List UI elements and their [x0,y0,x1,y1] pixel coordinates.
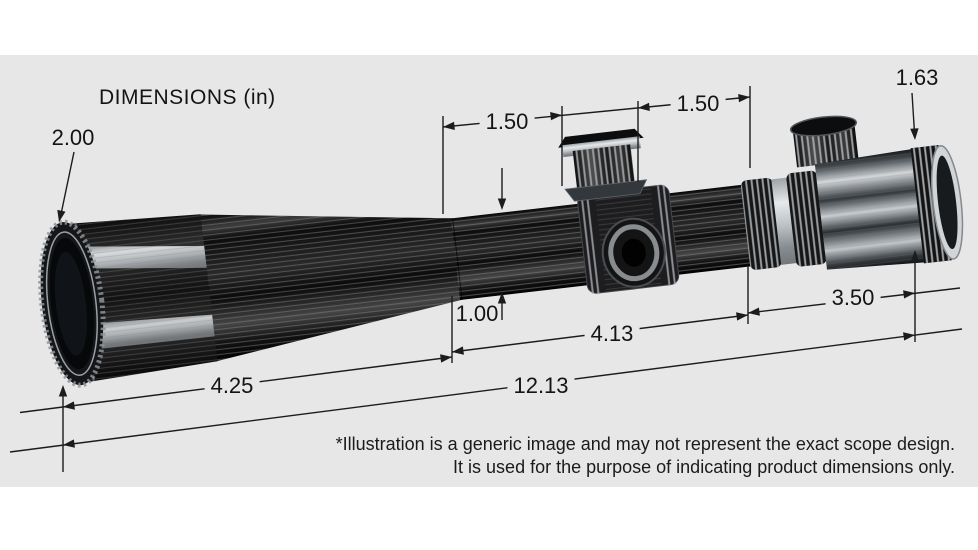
dim-tube-diameter-lines [497,168,507,320]
dim-label-mid-section-length: 4.13 [584,322,640,346]
dim-label-objective-section-length: 4.25 [204,374,260,398]
side-focus-knob [601,217,666,288]
dim-label-overall-length: 12.13 [507,374,575,398]
disclaimer-text: *Illustration is a generic image and may… [336,433,955,479]
disclaimer-line-2: It is used for the purpose of indicating… [453,457,955,477]
rear-knob [789,115,859,168]
dim-objective-diameter-lines [57,151,75,472]
body-taper [198,214,463,362]
elevation-turret [558,128,648,202]
scope-illustration [38,115,964,388]
disclaimer-line-1: *Illustration is a generic image and may… [335,434,955,454]
dim-overall-length-lines [9,328,963,453]
diagram-title: DIMENSIONS (in) [99,86,276,109]
objective-lens [49,238,95,370]
dim-label-tube-diameter: 1.00 [455,301,499,326]
dim-label-saddle-rear-length: 1.50 [670,92,726,116]
eyepiece-end-ring [930,144,964,260]
power-ring [740,170,827,270]
eyepiece [814,144,952,270]
dim-label-eyepiece-diameter: 1.63 [895,65,939,90]
dim-label-objective-diameter: 2.00 [51,125,95,150]
dim-label-saddle-front-length: 1.50 [479,110,535,134]
dim-eyepiece-diameter-lines [910,92,920,342]
dim-label-eyepiece-section-length: 3.50 [825,286,881,310]
